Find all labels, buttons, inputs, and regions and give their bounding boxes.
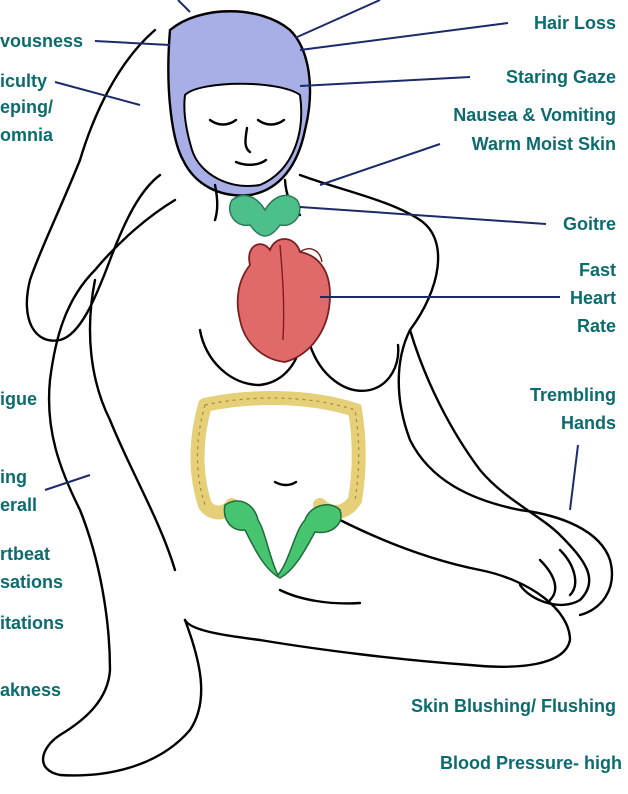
pelvic-organs <box>224 501 341 578</box>
label-sweating-line1: ing <box>0 466 27 488</box>
label-fast-heart-rate-line3: Rate <box>577 315 616 337</box>
heart <box>238 239 330 362</box>
label-weakness: akness <box>0 679 61 701</box>
leader-warm-skin <box>320 144 440 185</box>
label-heartbeat-line2: sations <box>0 571 63 593</box>
label-blood-pressure: Blood Pressure- high <box>440 752 622 774</box>
leader-top-right <box>295 0 380 38</box>
leader-sweating <box>45 475 90 490</box>
label-heartbeat-line1: rtbeat <box>0 543 50 565</box>
label-difficulty-line2: eping/ <box>0 96 53 118</box>
label-difficulty-line1: iculty <box>0 70 47 92</box>
leader-difficulty <box>55 82 140 105</box>
thyroid-goitre <box>230 195 300 236</box>
leader-top-left <box>178 0 190 12</box>
label-goitre: Goitre <box>563 213 616 235</box>
leader-trembling <box>570 445 578 510</box>
label-fast-heart-rate-line1: Fast <box>579 259 616 281</box>
leader-nervousness <box>95 41 170 45</box>
label-difficulty-line3: omnia <box>0 124 53 146</box>
label-palpitations: itations <box>0 612 64 634</box>
label-fatigue: igue <box>0 388 37 410</box>
label-hair-loss: Hair Loss <box>534 12 616 34</box>
head <box>168 11 310 220</box>
label-skin-blushing: Skin Blushing/ Flushing <box>411 695 616 717</box>
label-nausea-vomiting: Nausea & Vomiting <box>453 104 616 126</box>
intestines <box>198 398 359 512</box>
label-staring-gaze: Staring Gaze <box>506 66 616 88</box>
label-trembling-line2: Hands <box>561 412 616 434</box>
label-fast-heart-rate-line2: Heart <box>570 287 616 309</box>
label-warm-moist-skin: Warm Moist Skin <box>472 133 616 155</box>
leader-hair-loss <box>300 23 508 50</box>
leader-staring <box>300 77 470 86</box>
label-nervousness: vousness <box>0 30 83 52</box>
label-sweating-line2: erall <box>0 494 37 516</box>
label-trembling-line1: Trembling <box>530 384 616 406</box>
